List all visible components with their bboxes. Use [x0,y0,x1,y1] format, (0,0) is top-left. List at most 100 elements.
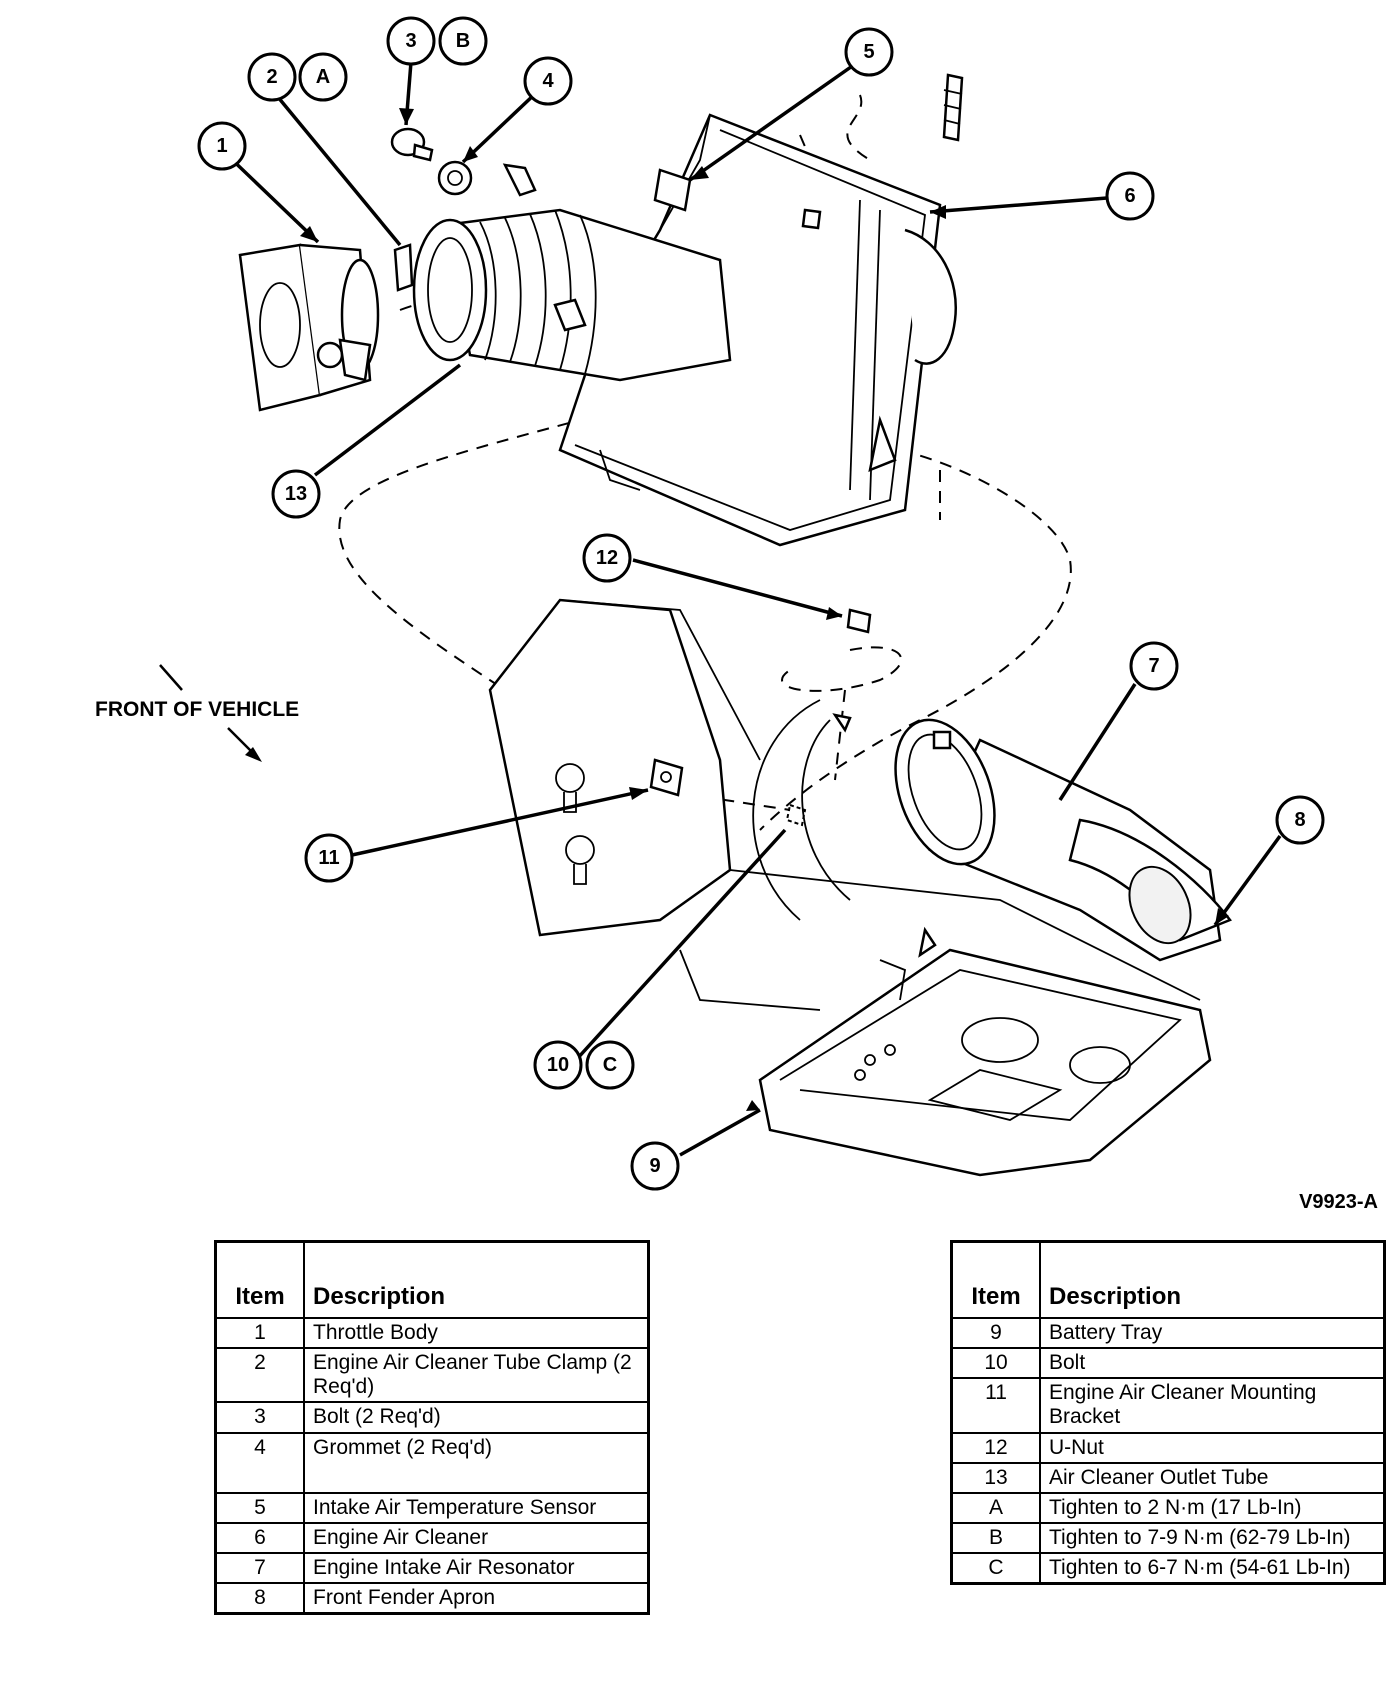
legend-item-description: Engine Air Cleaner Mounting Bracket [1039,1377,1386,1434]
callout-3: 3 [386,16,436,66]
callout-8: 8 [1275,795,1325,845]
svg-text:10: 10 [547,1054,569,1076]
callout-5: 5 [844,27,894,77]
front-fender-apron-shape [488,598,1201,1011]
throttle-body-shape [238,243,380,412]
callout-6: 6 [1105,171,1155,221]
legend-header-description: Description [303,1240,650,1319]
legend-item-number: 3 [214,1401,305,1434]
svg-text:5: 5 [863,41,874,63]
legend-header-row: Item Description [950,1240,1386,1319]
legend-item-description: U-Nut [1039,1431,1386,1464]
svg-text:7: 7 [1148,655,1159,677]
legend-item-description: Bolt (2 Req'd) [303,1401,650,1434]
legend-header-item: Item [950,1240,1041,1319]
leader-lines [220,60,1282,1157]
callout-10: 10 [533,1040,583,1090]
legend-item-description: Tighten to 7-9 N·m (62-79 Lb-In) [1039,1521,1386,1555]
front-of-vehicle-indicator: FRONT OF VEHICLE [95,664,299,762]
legend-item-number: 10 [950,1347,1041,1380]
svg-text:1: 1 [216,135,227,157]
legend-item-description: Battery Tray [1039,1316,1386,1350]
battery-tray-shape [758,926,1212,1177]
clamp-shape [393,243,414,292]
legend-item-description: Front Fender Apron [303,1581,650,1615]
iat-sensor-shape [653,168,692,212]
mounting-bracket-shape [649,758,684,797]
grommet-shape [437,160,473,196]
svg-text:4: 4 [542,70,554,92]
legend-item-number: 11 [950,1377,1041,1434]
callout-13: 13 [271,469,321,519]
legend-item-description: Engine Air Cleaner Tube Clamp (2 Req'd) [303,1347,650,1404]
u-nut-shape [846,608,872,634]
svg-text:11: 11 [318,847,339,869]
legend-item-number: 6 [214,1521,305,1554]
callout-10-torque-c: C [585,1040,635,1090]
engine-air-cleaner-shape [558,113,957,547]
legend-item-number: B [950,1521,1041,1555]
small-parts [390,73,964,827]
svg-text:8: 8 [1294,809,1305,831]
exploded-parts-diagram: FRONT OF VEHICLE 1 2 A 3 B 4 5 6 7 8 9 1… [95,16,1378,1213]
svg-text:A: A [316,66,330,88]
legend-item-description: Intake Air Temperature Sensor [303,1491,650,1524]
legend-item-description: Throttle Body [303,1316,650,1350]
callout-9: 9 [630,1141,680,1191]
figure-id: V9923-A [1299,1191,1378,1213]
callout-2: 2 [247,52,297,102]
legend-header-description: Description [1039,1240,1386,1319]
callout-2-torque-a: A [298,52,348,102]
svg-text:3: 3 [405,30,416,52]
legend-item-description: Tighten to 6-7 N·m (54-61 Lb-In) [1039,1552,1386,1585]
legend-header-item: Item [214,1240,305,1319]
svg-text:C: C [603,1054,617,1076]
svg-text:9: 9 [649,1155,660,1177]
callout-4: 4 [523,56,573,106]
legend-item-number: 13 [950,1461,1041,1494]
svg-text:6: 6 [1124,185,1135,207]
callout-7: 7 [1129,641,1179,691]
callout-3-torque-b: B [438,16,488,66]
legend-item-description: Air Cleaner Outlet Tube [1039,1461,1386,1494]
svg-text:B: B [456,30,470,52]
svg-text:12: 12 [596,547,618,569]
legend-item-number: A [950,1491,1041,1524]
legend-item-number: 12 [950,1431,1041,1464]
legend-item-description: Engine Intake Air Resonator [303,1551,650,1584]
front-of-vehicle-label: FRONT OF VEHICLE [95,698,299,721]
legend-item-number: 5 [214,1491,305,1524]
legend-item-description: Tighten to 2 N·m (17 Lb-In) [1039,1491,1386,1524]
legend-item-description: Bolt [1039,1347,1386,1380]
legend-item-number: 7 [214,1551,305,1584]
callout-12: 12 [582,533,632,583]
legend-item-number: 8 [214,1581,305,1615]
svg-text:13: 13 [285,483,307,505]
legend-item-number: 4 [214,1431,305,1494]
callout-1: 1 [197,121,247,171]
air-cleaner-outlet-tube-shape [412,163,732,382]
callout-11: 11 [304,833,354,883]
legend-item-number: 9 [950,1316,1041,1350]
legend-item-number: C [950,1552,1041,1585]
legend-item-number: 2 [214,1347,305,1404]
legend-item-description: Engine Air Cleaner [303,1521,650,1554]
svg-text:2: 2 [266,66,277,88]
